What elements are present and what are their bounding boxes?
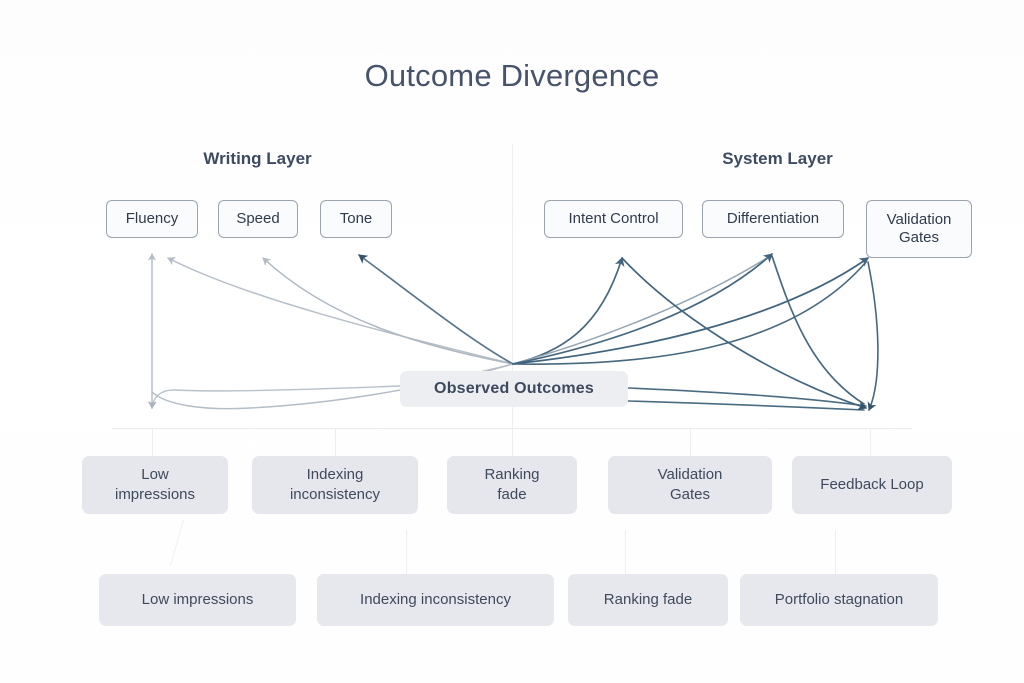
node-speed[interactable]: Speed	[218, 200, 298, 238]
row-connector	[625, 530, 626, 576]
chip-label: Low impressions	[141, 590, 254, 608]
node-label: Intent Control	[568, 210, 659, 227]
node-label: Fluency	[125, 210, 179, 227]
observed-outcomes-label: Observed Outcomes	[434, 380, 594, 397]
outcome-chip-ranking-fade[interactable]: Ranking fade	[447, 456, 577, 514]
node-label: Validation Gates	[886, 211, 952, 246]
axis-tick	[870, 429, 871, 463]
outcome-chip-validation-gates[interactable]: Validation Gates	[608, 456, 772, 514]
system-layer-header: System Layer	[722, 149, 833, 168]
outcome-chip-feedback-loop[interactable]: Feedback Loop	[792, 456, 952, 514]
chip-label: Ranking fade	[603, 590, 693, 608]
node-fluency[interactable]: Fluency	[106, 200, 198, 238]
node-label: Tone	[339, 210, 373, 227]
page-title: Outcome Divergence	[364, 58, 660, 93]
baseline-axis	[112, 428, 912, 429]
symptom-chip-indexing-inconsistency[interactable]: Indexing inconsistency	[317, 574, 554, 626]
chip-label: Indexing inconsistency	[360, 590, 511, 608]
chip-label: Ranking fade	[484, 465, 540, 503]
outcome-chip-indexing-inconsistency[interactable]: Indexing inconsistency	[252, 456, 418, 514]
chip-label: Validation Gates	[657, 465, 723, 503]
chip-label: Portfolio stagnation	[774, 590, 904, 608]
chip-label: Indexing inconsistency	[289, 465, 381, 503]
symptom-chip-ranking-fade[interactable]: Ranking fade	[568, 574, 728, 626]
axis-tick	[152, 429, 153, 463]
node-label: Differentiation	[726, 210, 820, 227]
symptom-chip-low-impressions[interactable]: Low impressions	[99, 574, 296, 626]
node-intent-control[interactable]: Intent Control	[544, 200, 683, 238]
node-tone[interactable]: Tone	[320, 200, 392, 238]
node-validation-gates[interactable]: Validation Gates	[866, 200, 972, 258]
symptom-chip-portfolio-stagnation[interactable]: Portfolio stagnation	[740, 574, 938, 626]
outcome-chip-low-impressions[interactable]: Low impressions	[82, 456, 228, 514]
row-connector	[835, 530, 836, 576]
row-connector	[406, 530, 407, 576]
node-label: Speed	[236, 210, 280, 227]
writing-layer-header: Writing Layer	[203, 149, 312, 168]
chip-label: Low impressions	[114, 465, 196, 503]
chip-label: Feedback Loop	[820, 475, 924, 493]
observed-outcomes-node[interactable]: Observed Outcomes	[400, 371, 628, 407]
axis-tick	[512, 429, 513, 463]
row-connector	[169, 519, 184, 567]
axis-tick	[335, 429, 336, 463]
node-differentiation[interactable]: Differentiation	[702, 200, 844, 238]
axis-tick	[690, 429, 691, 463]
